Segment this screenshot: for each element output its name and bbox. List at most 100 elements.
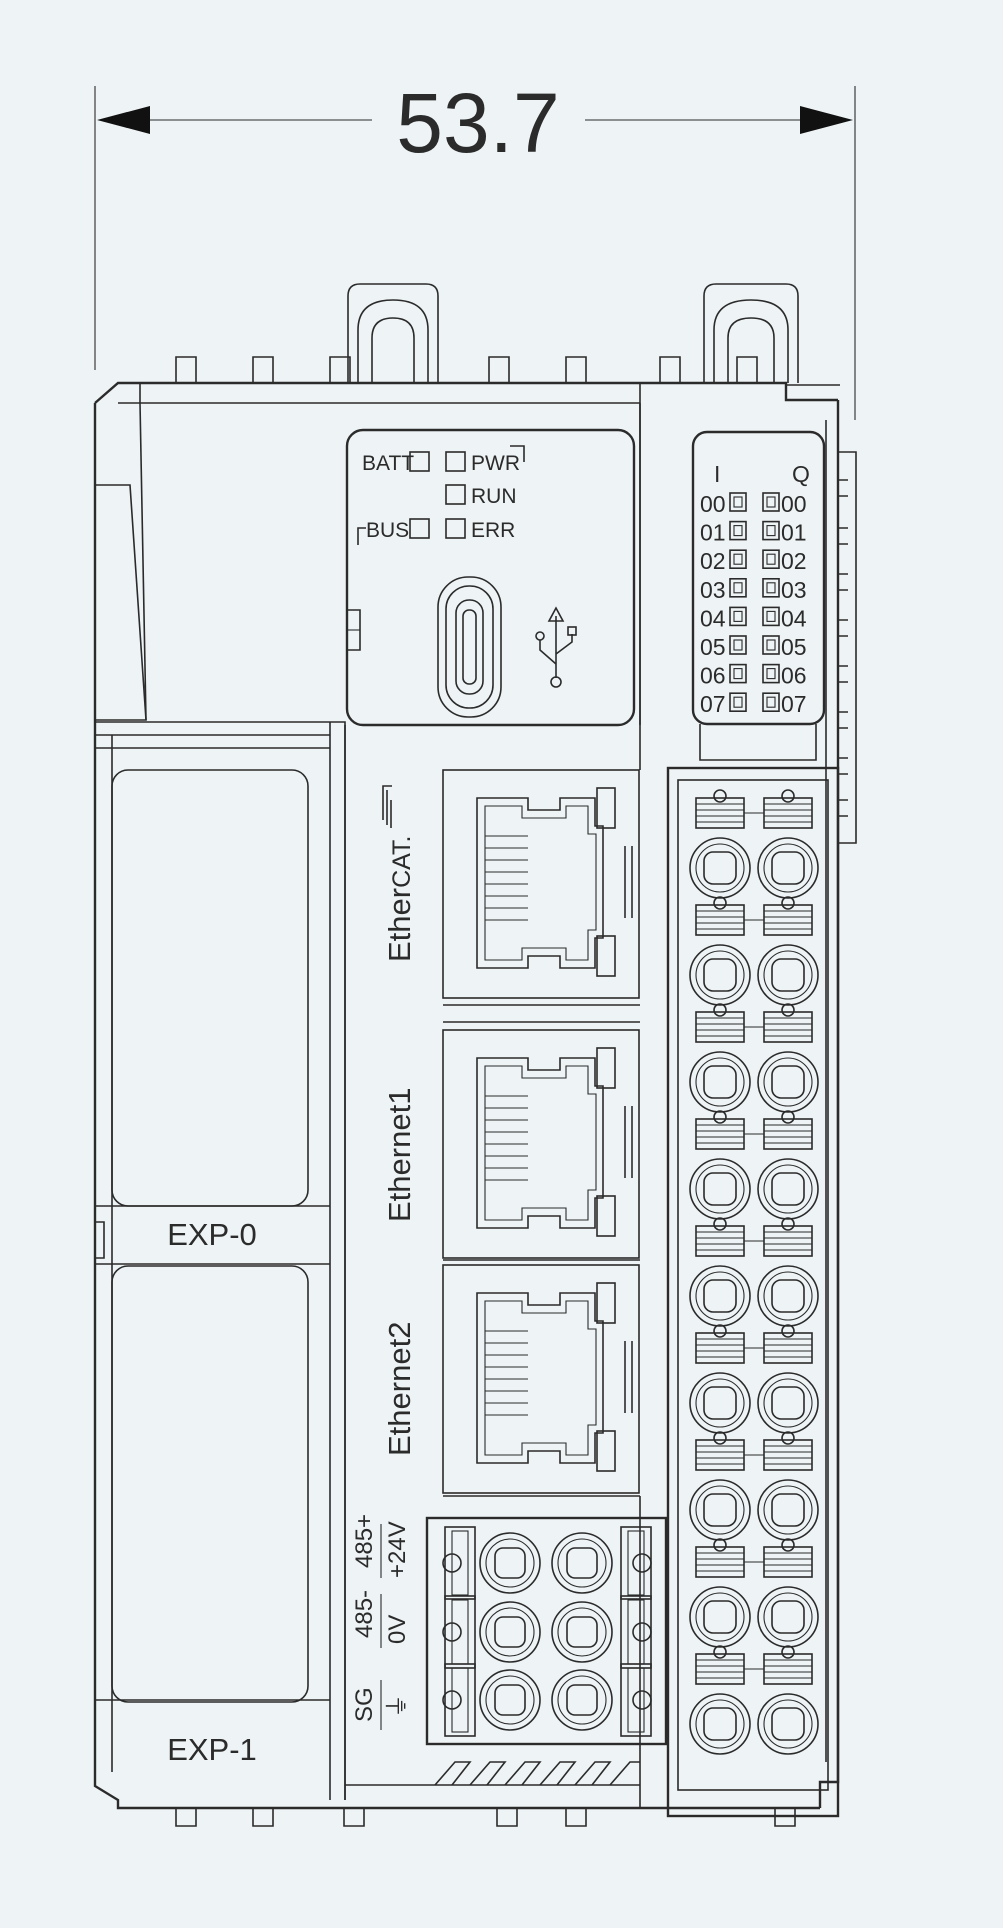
ethernet2-label: Ethernet2 [382, 1322, 417, 1456]
output-led [762, 692, 780, 713]
terminal-0v-label: 0V [384, 1615, 411, 1644]
ethercat-label-prefix: Ether [382, 888, 417, 962]
spring-terminal[interactable] [689, 1693, 751, 1755]
expansion-slot-0[interactable] [111, 769, 309, 1207]
input-channel-label: 03 [700, 577, 726, 603]
spring-terminal[interactable] [689, 1265, 751, 1327]
input-header: I [714, 461, 720, 487]
output-channel-label: 05 [781, 634, 807, 660]
output-header: Q [792, 461, 810, 487]
spring-terminal[interactable] [689, 837, 751, 899]
ethernet1-port[interactable] [442, 1029, 640, 1259]
io-channel-row: 00 00 [700, 491, 807, 517]
output-channel-label: 04 [781, 605, 807, 631]
spring-terminal[interactable] [689, 1586, 751, 1648]
input-channel-label: 01 [700, 520, 726, 546]
input-led [729, 606, 747, 627]
release-lever[interactable] [620, 1663, 652, 1737]
rj45-led-icon [596, 1047, 616, 1089]
spring-terminal[interactable] [689, 1051, 751, 1113]
io-terminal-block [666, 766, 840, 1818]
dimension-value: 53.7 [396, 76, 560, 170]
input-channel-label: 04 [700, 605, 726, 631]
power-terminal-labels: 485+ +24V 485- 0V SG ⏚ [351, 1514, 411, 1730]
input-led-lens [733, 696, 743, 708]
rj45-led-icon [596, 787, 616, 829]
release-lever[interactable] [620, 1595, 652, 1669]
output-led [762, 606, 780, 627]
top-tabs [175, 356, 758, 383]
usb-icon [535, 606, 577, 688]
io-terminal-row [689, 1431, 819, 1541]
output-led-lens [766, 496, 776, 508]
err-led [445, 518, 466, 539]
spring-terminal[interactable] [757, 944, 819, 1006]
rj45-jack-icon [476, 1047, 633, 1237]
spring-terminal[interactable] [479, 1601, 541, 1663]
release-lever[interactable] [444, 1526, 476, 1600]
usb-c-port[interactable] [437, 576, 502, 718]
spring-terminal[interactable] [757, 1051, 819, 1113]
spring-terminal[interactable] [689, 944, 751, 1006]
spring-terminal[interactable] [757, 1158, 819, 1220]
input-led [729, 520, 747, 541]
arrowhead-left-icon [97, 106, 150, 134]
power-terminals [442, 1526, 652, 1737]
ethercat-port[interactable] [442, 769, 640, 999]
spring-terminal[interactable] [479, 1669, 541, 1731]
arrowhead-right-icon [800, 106, 853, 134]
output-led-lens [766, 639, 776, 651]
release-lever[interactable] [444, 1595, 476, 1669]
output-led [762, 520, 780, 541]
output-channel-label: 03 [781, 577, 807, 603]
spring-terminal[interactable] [757, 1372, 819, 1434]
status-window: BATT PWR RUN BUS ERR [345, 403, 641, 727]
input-led-lens [733, 610, 743, 622]
io-terminal-row [689, 789, 819, 899]
input-led [729, 692, 747, 713]
input-led [729, 577, 747, 598]
spring-terminal[interactable] [689, 1479, 751, 1541]
rj45-jacks [476, 787, 633, 1472]
spring-terminal[interactable] [479, 1532, 541, 1594]
input-led-lens [733, 496, 743, 508]
release-lever[interactable] [444, 1663, 476, 1737]
terminal-ground-label: ⏚ [384, 1694, 411, 1718]
spring-terminal[interactable] [757, 837, 819, 899]
latch-teeth [345, 1496, 641, 1808]
input-led-lens [733, 639, 743, 651]
output-channel-label: 00 [781, 491, 807, 517]
svg-text:EtherCAT.: EtherCAT. [382, 836, 417, 962]
rj45-led-icon [596, 1430, 616, 1472]
led-label-err: ERR [471, 519, 515, 542]
spring-terminal[interactable] [757, 1479, 819, 1541]
spring-terminal[interactable] [689, 1158, 751, 1220]
spring-terminal[interactable] [757, 1586, 819, 1648]
output-led [762, 577, 780, 598]
input-channel-label: 07 [700, 691, 726, 717]
release-lever[interactable] [620, 1526, 652, 1600]
input-channel-label: 00 [700, 491, 726, 517]
spring-terminal[interactable] [757, 1265, 819, 1327]
expansion-slot-1[interactable] [111, 1265, 309, 1703]
mounting-clip-right [703, 283, 799, 383]
spring-terminal[interactable] [551, 1601, 613, 1663]
input-led [729, 663, 747, 684]
spring-terminal[interactable] [551, 1532, 613, 1594]
output-channel-label: 07 [781, 691, 807, 717]
output-led-lens [766, 668, 776, 680]
power-terminal-row [442, 1663, 652, 1737]
output-led [762, 492, 780, 512]
terminal-24v-label: +24V [384, 1521, 411, 1578]
spring-terminal[interactable] [757, 1693, 819, 1755]
spring-terminal[interactable] [689, 1372, 751, 1434]
spring-terminal[interactable] [551, 1669, 613, 1731]
ethernet2-port[interactable] [442, 1264, 640, 1494]
mounting-clip-left [347, 283, 439, 383]
power-terminal-row [442, 1595, 652, 1669]
output-channel-label: 06 [781, 663, 807, 689]
run-led [445, 484, 466, 505]
io-channel-row: 04 04 [700, 605, 807, 631]
